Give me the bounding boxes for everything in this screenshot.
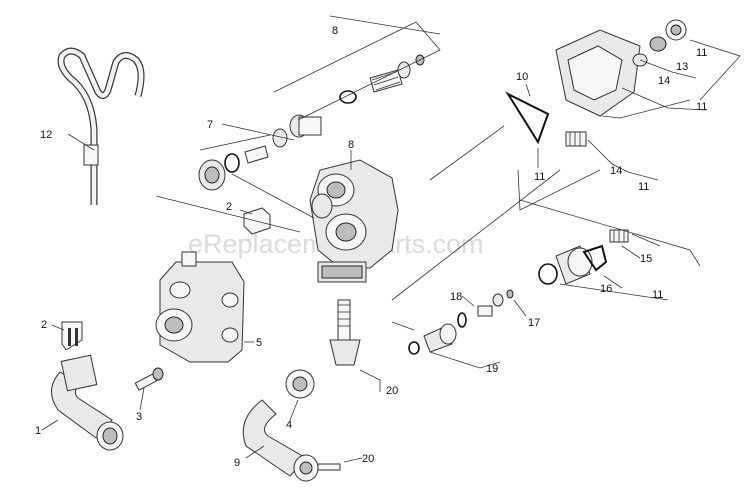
callout-18: 18: [450, 291, 462, 303]
callout-8-upper: 8: [332, 25, 338, 37]
callout-11-c: 11: [638, 181, 649, 193]
callout-2-lower: 2: [41, 319, 47, 331]
part-8-valve-set: [289, 54, 425, 138]
callout-14-middle: 14: [610, 165, 622, 177]
part-5-housing: [155, 251, 245, 363]
part-19-valve: [408, 323, 457, 355]
callout-11-a: 11: [534, 171, 545, 183]
part-18-ring: [457, 312, 467, 328]
callout-20-lower: 20: [362, 453, 374, 465]
callout-17: 17: [528, 317, 540, 329]
part-16-valve: [538, 244, 608, 285]
leader-lines: [41, 15, 741, 463]
upper-right-block: [555, 19, 687, 117]
part-14-plug-upper: [565, 131, 587, 147]
callout-11-b: 11: [696, 101, 707, 113]
part-20-insert-upper: [329, 299, 361, 366]
part-1-elbow: [51, 354, 124, 451]
callout-3: 3: [136, 411, 142, 423]
part-10-gasket: [505, 91, 550, 145]
part-17-plug: [477, 289, 514, 317]
callout-12: 12: [40, 129, 52, 141]
callout-13: 13: [676, 61, 688, 73]
part-2-clip-lower: [61, 321, 83, 351]
callout-20-upper: 20: [386, 385, 398, 397]
part-9-elbow: [242, 369, 341, 482]
callout-8-lower: 8: [348, 139, 354, 151]
callout-14-upper: 14: [658, 75, 670, 87]
part-3-screw: [134, 367, 164, 391]
callout-labels: 8 7 12 8 2 5 2 1 3 4 9 20 20 10 11 13 14…: [35, 25, 707, 469]
callout-9: 9: [234, 457, 240, 469]
callout-15: 15: [640, 253, 652, 265]
callout-5: 5: [256, 337, 262, 349]
callout-4: 4: [286, 419, 292, 431]
callout-7: 7: [207, 119, 213, 131]
callout-11-d: 11: [652, 289, 663, 301]
part-7-valve: [198, 128, 288, 191]
callout-19: 19: [486, 363, 498, 375]
callout-2-upper: 2: [226, 201, 232, 213]
callout-10: 10: [516, 71, 528, 83]
part-15-plug: [609, 229, 629, 243]
callout-1: 1: [35, 425, 41, 437]
callout-16: 16: [600, 283, 612, 295]
callout-11-e: 11: [696, 47, 707, 59]
pump-head: [309, 159, 399, 283]
part-12-hook: [57, 47, 145, 205]
